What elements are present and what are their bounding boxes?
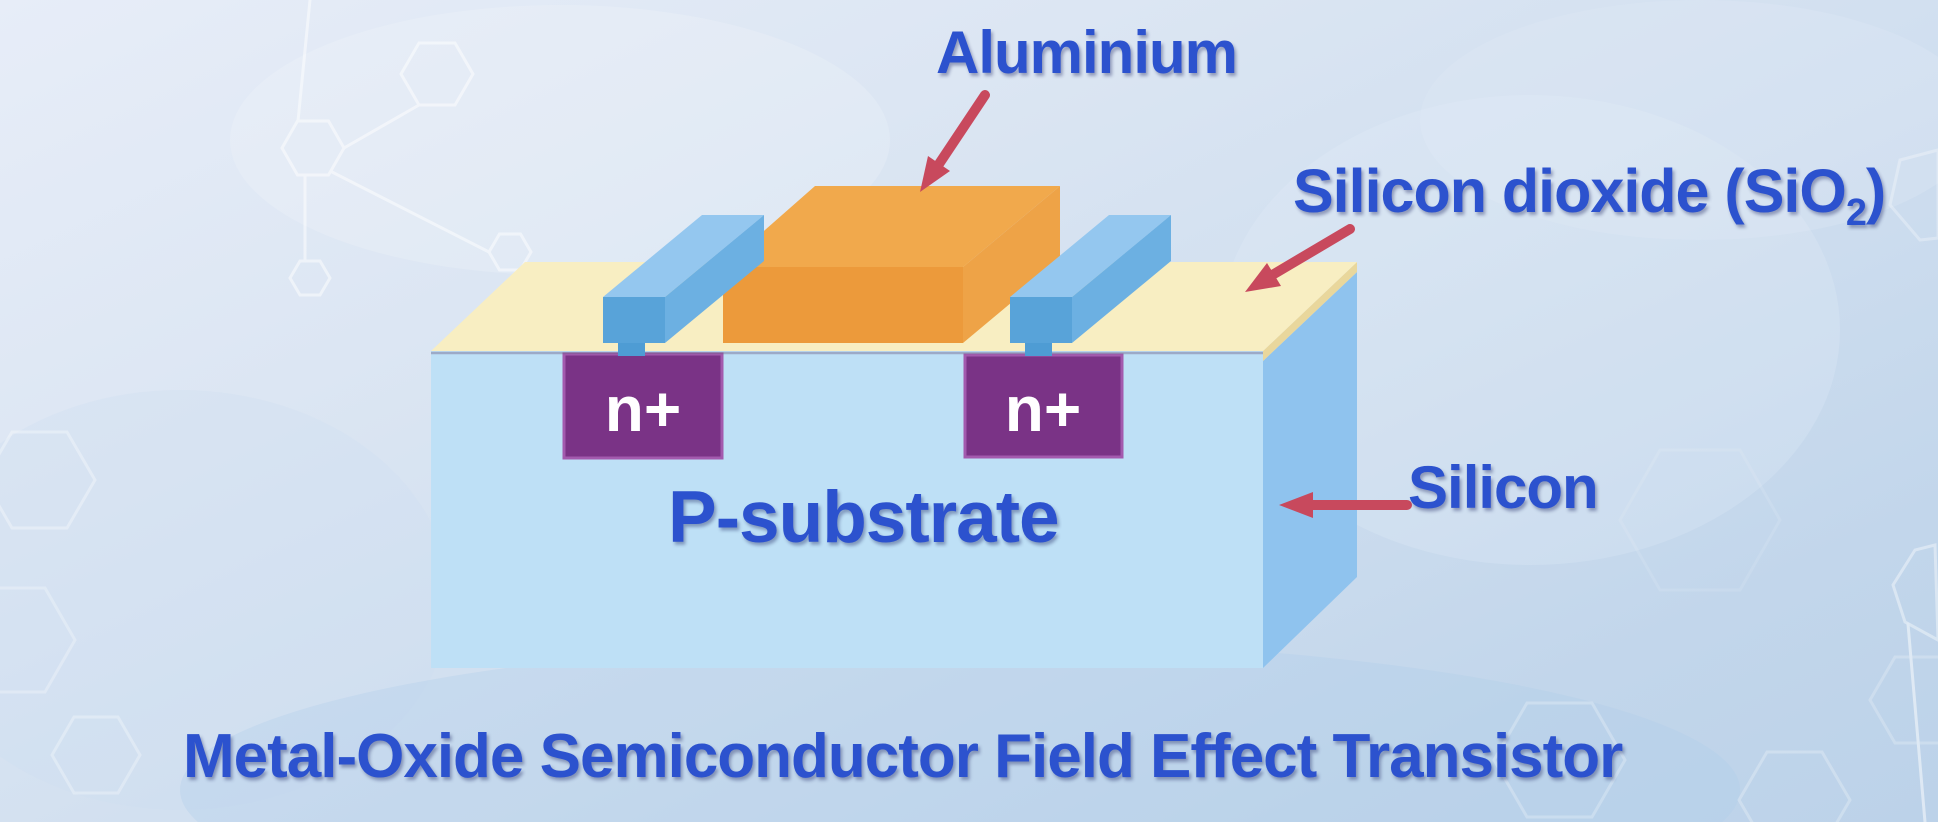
n-plus-regions: n+ n+ — [562, 352, 1124, 460]
source-contact-front-face — [603, 297, 665, 343]
silicon-arrow — [1279, 492, 1412, 518]
drain-contact-neck — [1025, 343, 1052, 356]
label-silicon: Silicon — [1408, 454, 1599, 521]
pointer-arrows — [920, 90, 1412, 518]
aluminium-arrow — [920, 90, 990, 192]
drain-contact-front-face — [1010, 297, 1072, 343]
oxide-side-face — [1263, 262, 1357, 361]
diagram-caption: Metal-Oxide Semiconductor Field Effect T… — [183, 722, 1623, 791]
gate-front-face — [723, 267, 963, 343]
drain-contact-rail — [1010, 215, 1171, 356]
label-silicon-dioxide: Silicon dioxide (SiO2) — [1293, 161, 1886, 235]
source-contact-neck — [618, 343, 645, 356]
n-plus-right-label: n+ — [1005, 373, 1081, 445]
label-p-substrate: P-substrate — [668, 477, 1060, 558]
source-contact-top-face — [603, 215, 764, 297]
source-contact-rail — [603, 215, 764, 356]
n-plus-left-label: n+ — [605, 373, 681, 445]
aluminium-gate — [723, 186, 1060, 343]
label-silicon-dioxide-suffix: ) — [1865, 157, 1886, 225]
label-silicon-dioxide-prefix: Silicon dioxide (SiO — [1293, 157, 1847, 225]
gate-top-face — [723, 186, 1060, 267]
label-aluminium: Aluminium — [936, 19, 1238, 86]
source-contact-side-face — [665, 215, 764, 343]
label-silicon-dioxide-subscript: 2 — [1845, 192, 1867, 235]
drain-contact-top-face — [1010, 215, 1171, 297]
drain-contact-side-face — [1072, 215, 1171, 343]
n-plus-right-region — [963, 353, 1124, 459]
gate-side-face — [963, 186, 1060, 343]
silicon-dioxide-arrow — [1245, 224, 1355, 292]
n-plus-left-region — [562, 352, 724, 460]
substrate-side-face — [1263, 272, 1357, 668]
